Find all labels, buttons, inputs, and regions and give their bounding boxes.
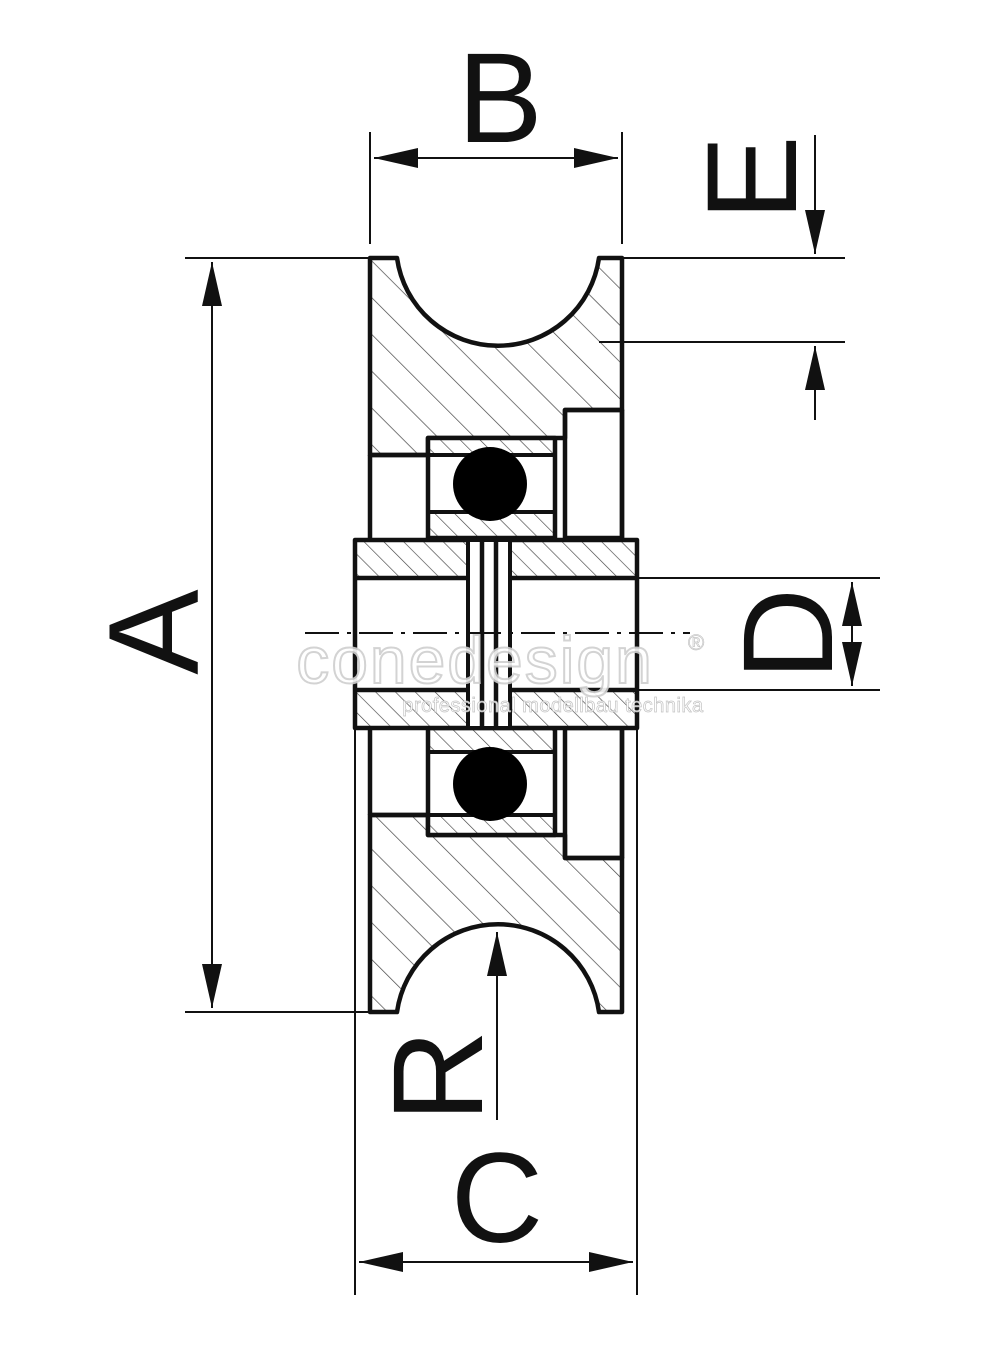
dimension-label-e: E: [681, 135, 824, 220]
watermark-tagline: professional modellbau technika: [402, 695, 704, 717]
dimension-label-a: A: [83, 589, 226, 675]
dimension-label-r: R: [367, 1030, 510, 1122]
dimension-r: R: [367, 932, 510, 1122]
dimension-c: C: [354, 728, 638, 1295]
watermark-registered: ®: [688, 630, 704, 655]
dimension-e: E: [599, 135, 845, 420]
wheel-body-lower: [367, 812, 625, 1015]
dimension-d: D: [637, 577, 880, 691]
dimension-label-b: B: [457, 27, 542, 170]
bearing-ball-upper: [453, 447, 527, 521]
dimension-a: A: [83, 257, 370, 1013]
watermark-brand: conedesign: [296, 623, 654, 697]
bearing-ball-lower: [453, 747, 527, 821]
dimension-b: B: [369, 27, 623, 244]
wheel-body-upper: [367, 255, 625, 458]
dimension-label-c: C: [451, 1127, 543, 1270]
watermark: conedesign ® professional modellbau tech…: [295, 622, 704, 717]
dimension-label-d: D: [717, 588, 860, 680]
